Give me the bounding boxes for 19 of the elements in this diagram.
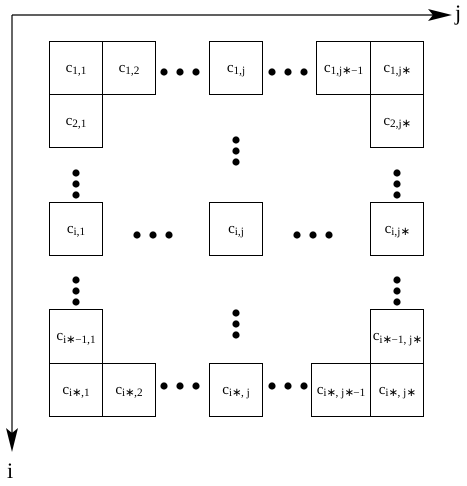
- axis-label: i: [7, 460, 14, 482]
- matrix-cell: c$_{i∗, j∗−1}$: [311, 363, 371, 417]
- matrix-cell: c$_{1,j}$: [209, 41, 263, 95]
- matrix-cell: c$_{1,2}$: [102, 41, 156, 95]
- matrix-cell: c$_{i∗, j}$: [209, 363, 263, 417]
- matrix-cell: c$_{i,j}$: [209, 202, 263, 256]
- matrix-cell: c$_{1,j∗−1}$: [316, 41, 371, 95]
- matrix-cell: c$_{i,j∗}$: [370, 202, 424, 256]
- matrix-cell: c$_{i∗−1,1}$: [49, 309, 103, 364]
- axis-label: j: [455, 2, 462, 24]
- matrix-cell: c$_{i∗−1, j∗}$: [370, 309, 424, 364]
- matrix-cell: c$_{1,j∗}$: [370, 41, 424, 95]
- matrix-cell: c$_{i∗, j∗}$: [370, 363, 424, 417]
- matrix-cell: c$_{2,j∗}$: [370, 94, 424, 148]
- matrix-cell: c$_{1,1}$: [49, 41, 103, 95]
- matrix-cell: c$_{i∗,2}$: [102, 363, 156, 417]
- matrix-cell: c$_{i∗,1}$: [49, 363, 103, 417]
- matrix-cell: c$_{i,1}$: [49, 202, 103, 256]
- matrix-cell: c$_{2,1}$: [49, 94, 103, 148]
